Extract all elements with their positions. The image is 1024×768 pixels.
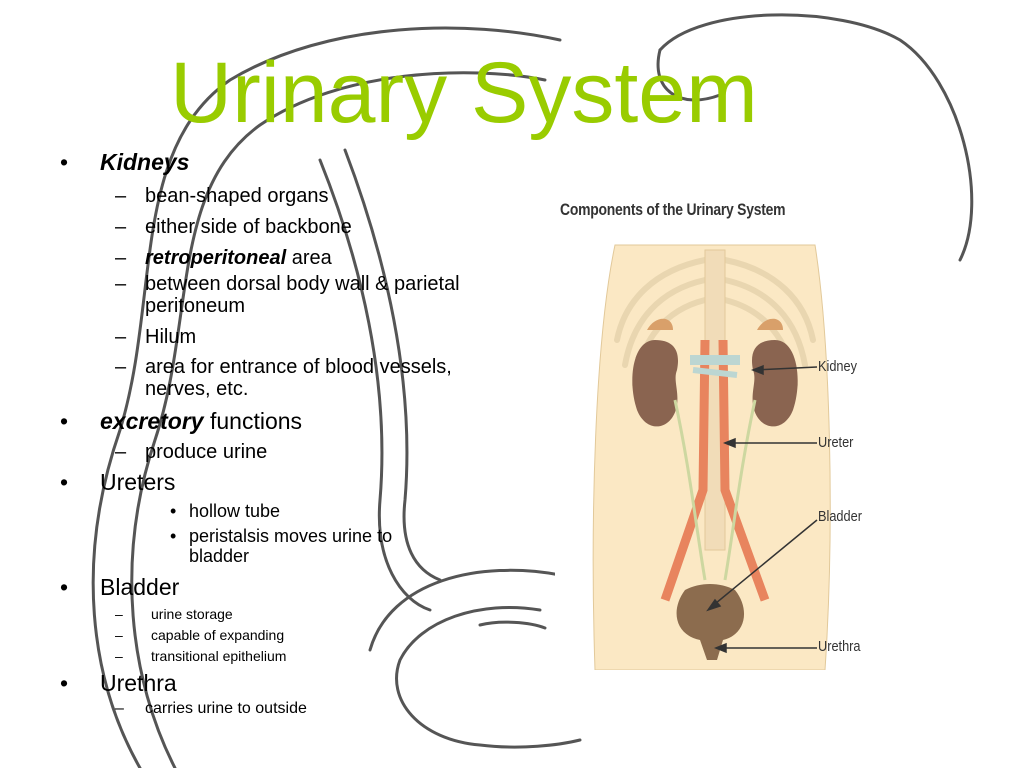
ureters-point: peristalsis moves urine to bladder (60, 526, 429, 566)
excretory-term: excretory (100, 408, 204, 434)
bullet-urethra: Urethra (60, 670, 480, 697)
urinary-system-figure: Components of the Urinary System Kidney … (555, 190, 935, 670)
label-urethra: Urethra (818, 638, 861, 655)
bladder-point: urine storage (60, 606, 480, 622)
label-ureter: Ureter (818, 434, 854, 451)
urethra-point: carries urine to outside (60, 701, 480, 718)
bullet-excretory: excretory functions (60, 408, 480, 435)
bladder-point: capable of expanding (60, 627, 480, 643)
retroperitoneal-rest: area (286, 247, 332, 269)
figure-title: Components of the Urinary System (560, 200, 786, 219)
bullet-ureters: Ureters (60, 469, 480, 496)
bladder-shape (676, 584, 745, 660)
right-kidney (751, 340, 798, 427)
kidneys-heading: Kidneys (100, 149, 190, 175)
kidneys-point: Hilum (60, 326, 480, 348)
label-bladder: Bladder (818, 508, 862, 525)
left-ureter (673, 399, 707, 581)
kidneys-point: bean-shaped organs (60, 185, 480, 207)
kidneys-point: area for entrance of blood vessels, nerv… (60, 356, 480, 400)
bullet-kidneys: Kidneys (60, 149, 480, 176)
slide-title: Urinary System (170, 45, 758, 141)
label-kidney: Kidney (818, 358, 857, 375)
urethra-heading: Urethra (100, 670, 177, 696)
bladder-heading: Bladder (100, 574, 180, 600)
vena-cava (718, 339, 770, 602)
kidneys-point: between dorsal body wall & parietal peri… (60, 273, 480, 317)
bullet-bladder: Bladder (60, 574, 480, 601)
ureters-point: hollow tube (60, 501, 480, 521)
ureters-heading: Ureters (100, 469, 176, 495)
retroperitoneal-term: retroperitoneal (145, 247, 287, 269)
right-ureter (723, 399, 757, 581)
excretory-rest: functions (203, 408, 303, 434)
bladder-point: transitional epithelium (60, 648, 480, 664)
urinary-anatomy-illustration (555, 190, 935, 670)
kidneys-point: either side of backbone (60, 216, 480, 238)
kidneys-point-retroperitoneal: retroperitoneal area (60, 247, 480, 269)
left-kidney (632, 340, 679, 427)
excretory-point: produce urine (60, 441, 480, 463)
bullet-outline: Kidneys bean-shaped organs either side o… (60, 146, 480, 717)
aorta (660, 339, 710, 602)
